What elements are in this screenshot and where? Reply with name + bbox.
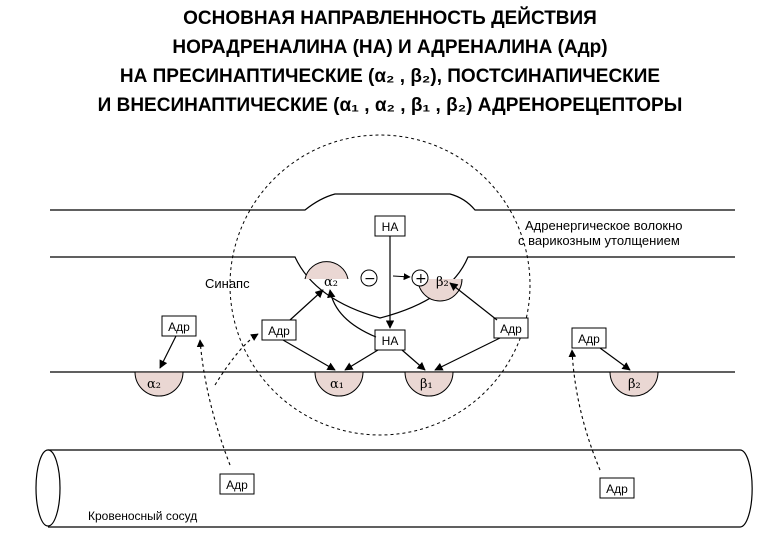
synapse-label: Синапс [205,276,250,291]
arrow-na-to-beta1 [401,349,426,371]
receptor-pre-alpha2 [304,261,349,280]
adr-right-outer-label: Адр [578,332,600,346]
inhibit-sign-circle [360,269,378,287]
arrow-adr-to-pre-beta2 [449,282,498,321]
label-post-alpha1: α₁ [330,377,344,392]
arrow-to-plus [392,273,411,281]
na-cleft-label: НА [382,334,399,348]
title-line-2: НОРАДРЕНАЛИНА (НА) И АДРЕНАЛИНА (Адр) [172,37,608,58]
minus-sign: − [364,271,376,287]
label-extra-alpha2-left: α₂ [147,377,161,392]
title-line-1: ОСНОВНАЯ НАПРАВЛЕННОСТЬ ДЕЙСТВИЯ [183,8,597,29]
receptor-post-alpha1 [314,371,364,397]
dashed-arrow-to-adr-left-inner [214,333,259,386]
adr-right-inner-box [493,317,529,339]
arrow-adr-to-pre-alpha2 [289,289,324,321]
arrow-na-to-pre-alpha2 [327,289,377,338]
arrow-adr-to-alpha1 [282,339,336,371]
adr-left-outer-label: Адр [168,320,190,334]
adr-vessel-right-box [599,477,635,499]
adr-left-inner-label: Адр [268,324,290,338]
label-extra-beta2-right: β₂ [628,377,641,392]
label-post-beta1: β₁ [420,377,433,392]
arrow-na-to-alpha1 [344,349,379,371]
adr-left-inner-box [261,319,297,341]
receptor-extra-alpha2-left [134,371,184,397]
adr-left-outer-box [161,315,197,337]
fiber-label-line1: Адренергическое волокно [525,218,683,233]
arrow-adr-to-extra-beta2 [599,347,631,371]
adr-vessel-right-label: Адр [606,482,628,496]
label-pre-beta2: β₂ [436,275,449,290]
na-top-label: НА [382,220,399,234]
adr-right-inner-label: Адр [500,322,522,336]
na-cleft-box [374,329,406,351]
vessel-label: Кровеносный сосуд [88,509,197,523]
adr-vessel-left-box [219,473,255,495]
dashed-arrow-vessel-to-adr-right [568,349,601,471]
fiber-upper-membrane [50,193,735,211]
title-line-3: НА ПРЕСИНАПТИЧЕСКИЕ (α₂ , β₂), ПОСТСИНАП… [119,66,661,87]
adr-vessel-left-label: Адр [226,478,248,492]
receptor-post-beta1 [404,371,454,397]
vessel-right-end [739,449,753,528]
title-line-4: И ВНЕСИНАПТИЧЕСКИЕ (α₁ , α₂ , β₁ , β₂) А… [97,95,683,116]
arrow-adr-to-beta1 [434,337,501,371]
activate-sign-circle [411,269,429,287]
vessel-left-end [35,449,61,527]
fiber-lower-membrane [50,256,735,319]
dashed-arrow-vessel-to-adr-left [196,339,231,466]
adr-right-outer-box [571,327,607,349]
receptor-extra-beta2-right [609,371,659,397]
fiber-label-line2: с варикозным утолщением [518,233,680,248]
label-pre-alpha2: α₂ [324,275,338,290]
synapse-zoom-circle [229,134,531,436]
arrow-adr-to-extra-alpha2 [159,335,177,369]
plus-sign: + [415,271,427,287]
page-title: ОСНОВНАЯ НАПРАВЛЕННОСТЬ ДЕЙСТВИЯ НОРАДРЕ… [0,4,780,120]
